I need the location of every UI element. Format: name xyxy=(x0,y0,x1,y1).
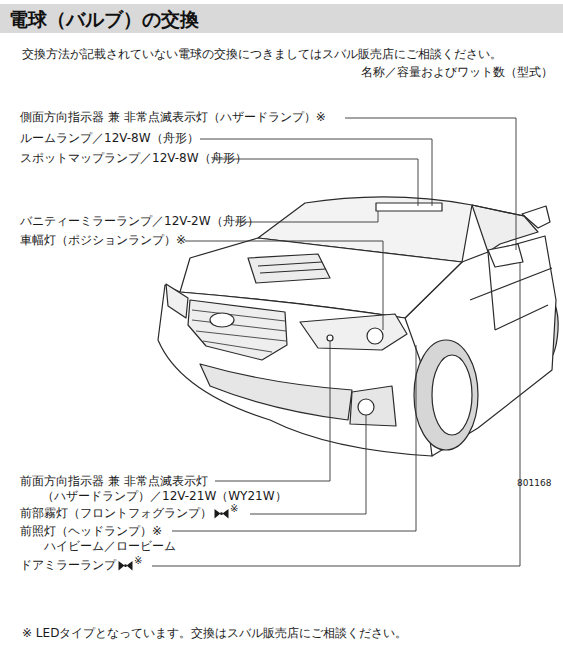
part-name: 車幅灯（ポジションランプ）※ xyxy=(20,233,186,248)
note-text: 交換方法が記載されていない電球の交換につきましてはスバル販売店にご相談ください。 xyxy=(22,47,502,62)
right-headlight xyxy=(300,314,407,350)
column-heading: 名称／容量およびワット数（型式） xyxy=(361,65,553,80)
part-name: 前面方向指示器 兼 非常点滅表示灯 （ハザードランプ）／12V-21W（WY21… xyxy=(20,474,287,504)
side-window xyxy=(472,205,538,252)
part-name: 前部霧灯（フロントフォグランプ） xyxy=(20,506,212,521)
led-symbol-wings xyxy=(119,561,133,571)
fog-lamp xyxy=(358,399,374,415)
leader-line xyxy=(152,262,520,566)
footnote-text: ※ LEDタイプとなっています。交換はスバル販売店にご相談ください。 xyxy=(22,626,407,641)
page-title: 電球（バルブ）の交換 xyxy=(9,7,199,31)
emblem xyxy=(210,313,234,327)
led-symbol-center xyxy=(220,512,223,515)
grille xyxy=(188,300,287,360)
leader-line xyxy=(345,118,516,250)
lower-intake xyxy=(200,364,352,420)
front-turn-signal xyxy=(327,335,333,341)
headlight-projector xyxy=(367,328,383,344)
hood-scoop-slats xyxy=(258,262,326,273)
note-mark: ※ xyxy=(134,555,142,567)
front-rim xyxy=(432,355,472,435)
led-symbol-center xyxy=(124,564,127,567)
leader-line xyxy=(215,341,330,481)
part-name: ドアミラーランプ xyxy=(20,558,116,573)
part-name: スポットマップランプ／12V-8W（舟形） xyxy=(20,151,247,166)
led-symbol xyxy=(214,508,229,520)
part-name: バニティーミラーランプ／12V-2W（舟形） xyxy=(20,214,259,229)
fog-housing xyxy=(350,386,396,426)
part-name: 前照灯（ヘッドランプ）※ ハイビーム／ロービーム xyxy=(20,524,194,554)
part-name: ルームランプ／12V-8W（舟形） xyxy=(20,131,199,146)
leader-line xyxy=(185,241,383,330)
car-body xyxy=(158,197,558,456)
leader-line xyxy=(200,139,432,206)
led-symbol-wings xyxy=(215,509,229,519)
front-fascia xyxy=(158,285,432,456)
note-mark: ※ xyxy=(230,503,238,515)
leader-line xyxy=(212,159,418,206)
leader-line xyxy=(172,345,416,531)
part-name: 側面方向指示器 兼 非常点滅表示灯（ハザードランプ）※ xyxy=(20,110,326,125)
front-tire xyxy=(414,340,478,450)
door-mirror xyxy=(488,244,523,267)
grille-bars xyxy=(192,310,286,352)
figure-number: 801168 xyxy=(517,476,551,491)
left-headlight xyxy=(166,284,188,318)
hood-scoop xyxy=(248,254,330,283)
led-symbol xyxy=(118,560,133,572)
